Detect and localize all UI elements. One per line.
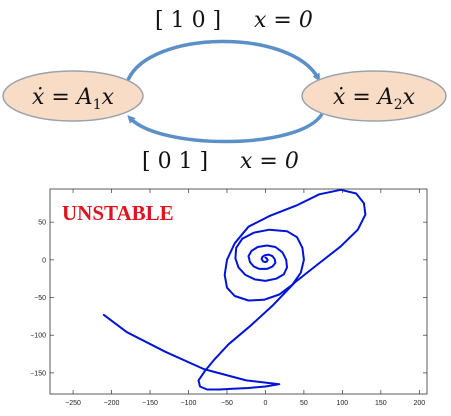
y-tick-label: −50 (34, 295, 46, 302)
node-mode-1: ẋ = A1x (2, 70, 144, 122)
bottom-guard-matrix: [ 0 1 ] (142, 149, 208, 174)
trajectory-line (102, 188, 367, 391)
x-tick-label: −150 (142, 400, 158, 407)
node-mode-2-label: ẋ = A2x (333, 85, 416, 113)
switching-diagram: [ 1 0 ] x = 0 ẋ = A1x ẋ = A2x [ 0 1 ] x … (2, 8, 447, 174)
y-tick-label: 0 (42, 257, 46, 264)
x-tick-label: 150 (375, 400, 387, 407)
top-guard-condition: [ 1 0 ] x = 0 (155, 8, 313, 33)
y-tick-label: −100 (30, 333, 46, 340)
phase-plot: −250 −200 −150 −100 −50 0 50 100 150 200 50 0 −50 −10… (30, 188, 428, 407)
node-mode-1-label: ẋ = A1x (32, 85, 115, 113)
y-tick-label: 50 (38, 220, 46, 227)
top-guard-rhs: x = 0 (254, 8, 313, 33)
x-tick-label: −200 (104, 400, 120, 407)
bottom-transition-arrow (127, 112, 324, 144)
node-mode-2-shape (301, 70, 447, 122)
top-guard-matrix: [ 1 0 ] (155, 8, 221, 33)
x-tick-label: −100 (181, 400, 197, 407)
x-tick-label: 100 (337, 400, 349, 407)
bottom-guard-rhs: x = 0 (240, 149, 299, 174)
node-mode-2: ẋ = A2x (301, 70, 447, 122)
x-tick-label: 0 (263, 400, 267, 407)
node-mode-1-shape (2, 70, 144, 122)
unstable-annotation: UNSTABLE (62, 201, 174, 225)
x-tick-label: −50 (221, 400, 233, 407)
x-tick-label: 200 (413, 400, 425, 407)
plot-frame (49, 188, 428, 395)
bottom-guard-condition: [ 0 1 ] x = 0 (142, 149, 299, 174)
top-transition-arrow (126, 39, 320, 82)
y-tick-label: −150 (30, 370, 46, 377)
x-tick-label: 50 (300, 400, 308, 407)
x-tick-label: −250 (65, 400, 81, 407)
plot-ticks: −250 −200 −150 −100 −50 0 50 100 150 200 50 0 −50 −10… (30, 189, 427, 407)
